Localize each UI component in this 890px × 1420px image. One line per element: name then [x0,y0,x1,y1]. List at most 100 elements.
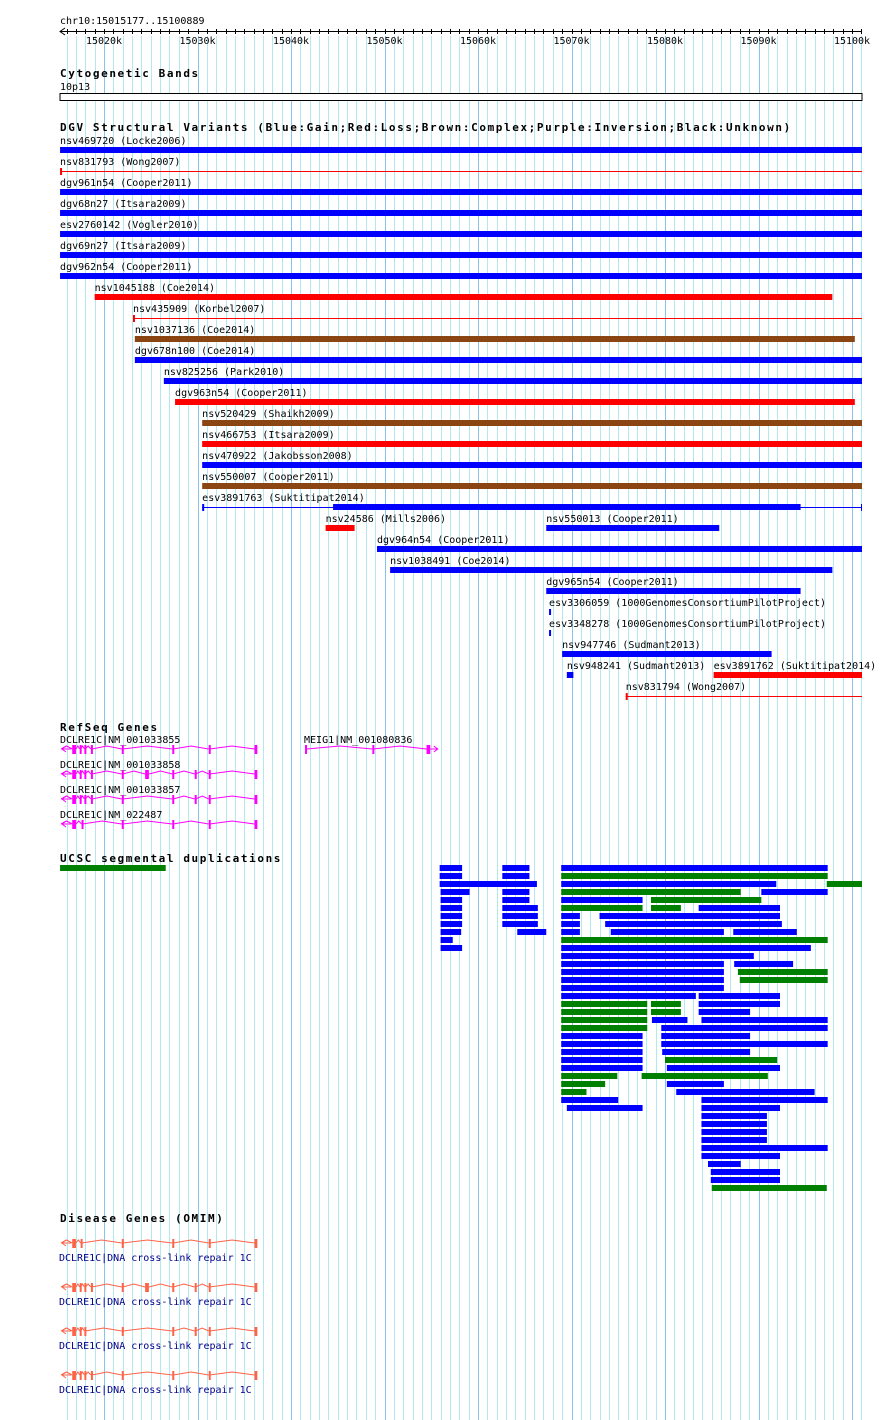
segmental-duplication[interactable] [440,945,463,951]
structural-variant[interactable]: nsv466753 (Itsara2009) [202,430,863,447]
segmental-duplication[interactable] [826,881,862,887]
structural-variant[interactable]: nsv550007 (Cooper2011) [202,472,863,489]
segmental-duplication[interactable] [701,1105,781,1111]
structural-variant[interactable]: nsv1038491 (Coe2014) [390,556,833,573]
segmental-duplication[interactable] [661,1025,828,1031]
segmental-duplication[interactable] [651,1017,688,1023]
segmental-duplication[interactable] [561,945,811,951]
dgv-structural-variants-track[interactable]: DGV Structural Variants (Blue:Gain;Red:L… [60,121,876,700]
structural-variant[interactable]: dgv964n54 (Cooper2011) [377,535,862,552]
segmental-duplication[interactable] [440,929,462,935]
segmental-duplication[interactable] [561,905,643,911]
structural-variant[interactable]: nsv1045188 (Coe2014) [94,283,833,300]
band-10p13[interactable] [59,93,863,101]
segmental-duplication[interactable] [561,937,828,943]
segmental-duplication[interactable] [676,1089,815,1095]
segmental-duplication[interactable] [698,1001,781,1007]
structural-variant[interactable]: esv3891763 (Suktitipat2014) [202,493,863,511]
segmental-duplication[interactable] [605,921,782,927]
segmental-duplication[interactable] [561,1081,606,1087]
structural-variant[interactable]: nsv24586 (Mills2006) [325,514,446,531]
segmental-duplication[interactable] [561,1041,643,1047]
segmental-duplication[interactable] [502,913,538,919]
structural-variant[interactable]: esv2760142 (Vogler2010) [60,220,863,237]
structural-variant[interactable]: esv3306059 (1000GenomesConsortiumPilotPr… [549,598,826,615]
segmental-duplication[interactable] [710,1169,781,1175]
structural-variant[interactable]: dgv963n54 (Cooper2011) [175,388,855,405]
segmental-duplication[interactable] [561,993,696,999]
segmental-duplication[interactable] [661,1033,751,1039]
segmental-duplication[interactable] [734,961,794,967]
structural-variant[interactable]: dgv962n54 (Cooper2011) [60,262,863,279]
segmental-duplication[interactable] [502,865,530,871]
segmental-duplication[interactable] [440,921,463,927]
refseq-transcript[interactable]: DCLRE1C|NM_022487 [60,810,258,829]
structural-variant[interactable]: esv3891762 (Suktitipat2014) [713,661,877,678]
segmental-duplication[interactable] [661,1041,828,1047]
structural-variant[interactable]: nsv470922 (Jakobsson2008) [202,451,863,468]
segmental-duplication[interactable] [701,1145,828,1151]
segmental-duplication[interactable] [599,913,781,919]
structural-variant[interactable]: nsv1037136 (Coe2014) [134,325,855,342]
segmental-duplication[interactable] [698,1009,751,1015]
segmental-duplication[interactable] [650,897,762,903]
segmental-duplication[interactable] [666,1065,781,1071]
segmental-duplication[interactable] [561,977,724,983]
segmental-duplication[interactable] [561,969,724,975]
segmental-duplication[interactable] [701,1017,828,1023]
segmental-duplication[interactable] [701,1121,767,1127]
structural-variant[interactable]: nsv469720 (Locke2006) [60,136,863,153]
segmental-duplication[interactable] [439,873,463,879]
segmental-duplication[interactable] [440,913,463,919]
segmental-duplication[interactable] [561,913,580,919]
segmental-duplication[interactable] [739,977,828,983]
structural-variant[interactable]: dgv68n27 (Itsara2009) [60,199,863,216]
segmental-duplication[interactable] [561,1097,619,1103]
segmental-duplication[interactable] [566,1105,643,1111]
segmental-duplication[interactable] [561,873,828,879]
segmental-duplication[interactable] [561,1001,648,1007]
segmental-duplication[interactable] [737,969,828,975]
disease-gene[interactable]: DCLRE1C|DNA cross-link repair 1C [59,1239,258,1264]
segmental-duplication[interactable] [701,1113,767,1119]
segmental-duplication[interactable] [610,929,724,935]
disease-gene[interactable]: DCLRE1C|DNA cross-link repair 1C [59,1283,258,1308]
segmental-duplication[interactable] [440,937,453,943]
segmental-duplication[interactable] [440,889,470,895]
structural-variant[interactable]: dgv961n54 (Cooper2011) [60,178,863,195]
segmental-duplication[interactable] [517,929,547,935]
segmental-duplication[interactable] [561,961,724,967]
structural-variant[interactable]: nsv825256 (Park2010) [163,367,863,384]
segmental-duplication[interactable] [502,897,530,903]
structural-variant[interactable]: nsv520429 (Shaikh2009) [202,409,863,426]
refseq-transcript[interactable]: MEIG1|NM_001080836 [304,735,439,754]
disease-gene[interactable]: DCLRE1C|DNA cross-link repair 1C [59,1327,258,1352]
segmental-duplication[interactable] [502,905,538,911]
segmental-duplication[interactable] [650,1001,681,1007]
segmental-duplication[interactable] [502,921,538,927]
segmental-duplication[interactable] [665,1057,778,1063]
segmental-duplication[interactable] [698,993,781,999]
segmental-duplication[interactable] [641,1073,768,1079]
segmental-duplication[interactable] [561,953,754,959]
disease-genes-track[interactable]: Disease Genes (OMIM) DCLRE1C|DNA cross-l… [59,1212,258,1396]
structural-variant[interactable]: nsv550013 (Cooper2011) [546,514,720,531]
cytogenetic-bands-track[interactable]: Cytogenetic Bands 10p13 [59,67,863,101]
structural-variant[interactable]: nsv831794 (Wong2007) [625,682,862,700]
segmental-duplication[interactable] [561,1065,643,1071]
segmental-duplication[interactable] [561,1017,648,1023]
segmental-duplication[interactable] [440,897,463,903]
segmental-duplication[interactable] [701,1153,781,1159]
segmental-duplication[interactable] [561,865,828,871]
structural-variant[interactable]: nsv435909 (Korbel2007) [132,304,863,322]
segmental-duplication[interactable] [701,1137,767,1143]
segmental-duplication[interactable] [701,1129,767,1135]
segmental-duplication[interactable] [708,1161,741,1167]
segmental-duplication[interactable] [502,889,530,895]
segmental-duplication[interactable] [711,1185,827,1191]
segmental-duplication[interactable] [561,929,580,935]
segmental-duplication[interactable] [561,1073,618,1079]
refseq-transcript[interactable]: DCLRE1C|NM_001033858 [60,760,258,779]
